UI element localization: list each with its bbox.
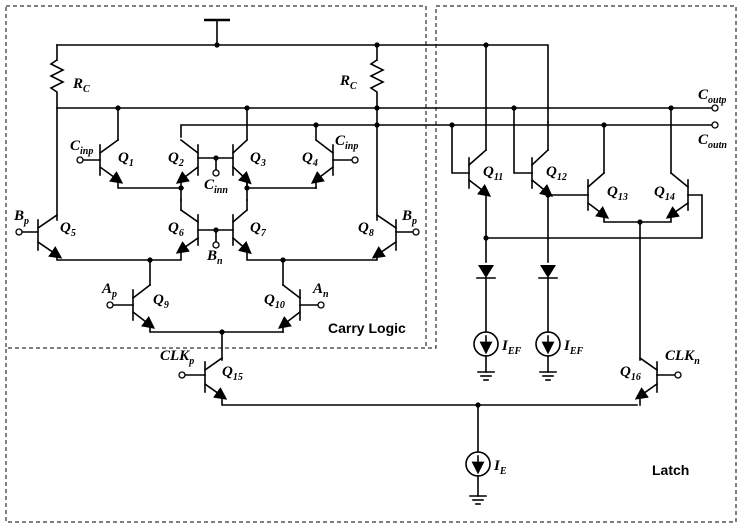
carry-logic-block: [5, 5, 427, 349]
ief-left-label: IEF: [501, 338, 522, 357]
clkp-label: CLKp: [160, 348, 194, 367]
resistor-rc-left: [49, 58, 65, 221]
terminals: [15, 104, 719, 379]
diode-right: [538, 265, 558, 333]
ie-label: IE: [493, 458, 507, 477]
resistor-rc-right: [369, 58, 385, 221]
q12-label: Q12: [546, 164, 567, 183]
diode-left: [476, 265, 496, 333]
cinp-right-label: Cinp: [335, 133, 358, 152]
bp-right-label: Bp: [401, 208, 417, 227]
q16-label: Q16: [620, 364, 641, 383]
transistor-q14: [485, 107, 703, 239]
transistor-q1: [82, 138, 184, 189]
q7-label: Q7: [250, 220, 267, 239]
current-source-ief-right: [535, 331, 561, 381]
transistor-q8: [282, 213, 414, 261]
transistor-q11: [451, 124, 492, 263]
q8-label: Q8: [358, 220, 374, 239]
latch-block: [5, 5, 737, 523]
cinn-label: Cinn: [204, 177, 228, 196]
rc-right-label: RC: [339, 73, 357, 92]
carry-logic-label: Carry Logic: [328, 320, 406, 336]
q9-label: Q9: [153, 292, 169, 311]
q10-label: Q10: [264, 292, 285, 311]
junctions: [115, 42, 674, 408]
an-label: An: [312, 281, 329, 300]
current-source-ie: [465, 404, 491, 505]
transistor-q5: [21, 213, 151, 261]
q3-label: Q3: [250, 150, 266, 169]
coutn-label: Coutn: [698, 132, 727, 151]
q2-label: Q2: [168, 150, 184, 169]
q6-label: Q6: [168, 220, 184, 239]
q4-label: Q4: [302, 150, 318, 169]
transistor-q13: [547, 124, 641, 223]
bn-label: Bn: [206, 248, 223, 267]
q11-label: Q11: [483, 164, 503, 183]
transistor-q16: [634, 356, 676, 406]
q1-label: Q1: [118, 150, 134, 169]
q14-label: Q14: [654, 184, 675, 203]
transistor-q6: [149, 199, 234, 261]
transistor-q7: [231, 199, 284, 261]
vcc-terminal: [204, 18, 230, 46]
ief-right-label: IEF: [563, 338, 584, 357]
transistor-q3: [231, 138, 317, 201]
q15-label: Q15: [222, 364, 243, 383]
bp-left-label: Bp: [13, 208, 29, 227]
coutp-label: Coutp: [698, 87, 726, 106]
transistor-q4: [310, 138, 353, 189]
transistor-q15: [184, 356, 638, 406]
clkn-label: CLKn: [665, 348, 700, 367]
q5-label: Q5: [60, 220, 76, 239]
transistor-q9: [112, 259, 284, 333]
current-source-ief-left: [473, 331, 499, 381]
q13-label: Q13: [607, 184, 628, 203]
transistor-q12: [513, 107, 553, 263]
latch-label: Latch: [652, 462, 689, 478]
ap-label: Ap: [101, 281, 117, 300]
cinp-left-label: Cinp: [70, 138, 93, 157]
rc-left-label: RC: [72, 76, 90, 95]
transistor-q10: [277, 259, 319, 333]
